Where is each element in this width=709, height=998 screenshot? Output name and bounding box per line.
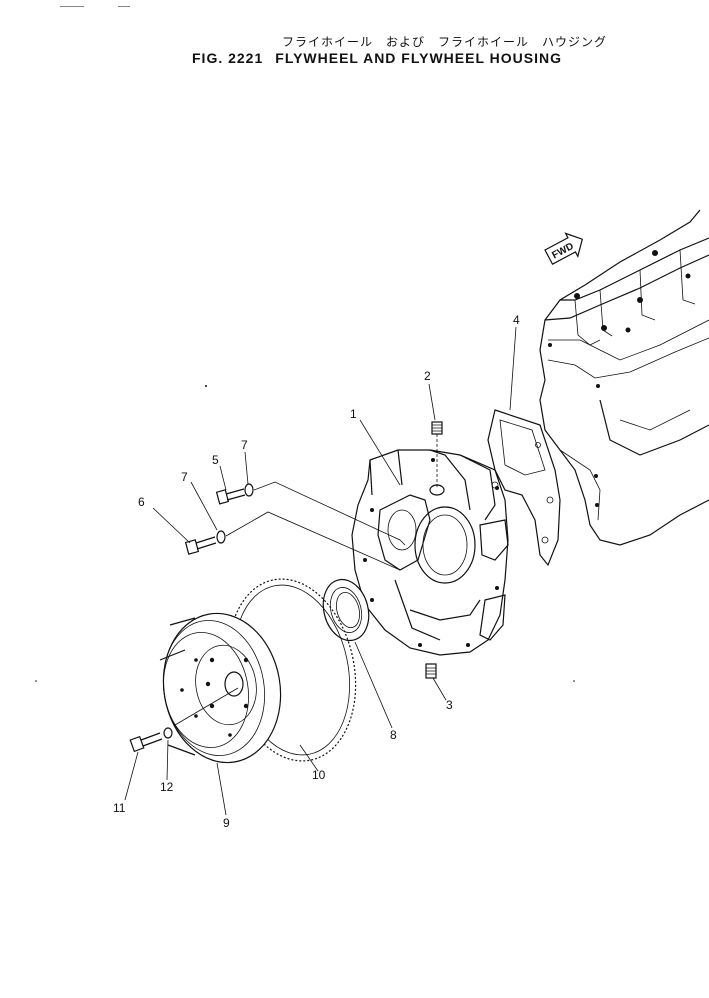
callout-6: 6 bbox=[138, 495, 145, 509]
flywheel-housing bbox=[351, 449, 509, 656]
title-japanese: フライホイール および フライホイール ハウジング bbox=[282, 35, 608, 49]
plug-bottom bbox=[425, 663, 437, 679]
callout-5: 5 bbox=[212, 453, 219, 467]
scan-speck bbox=[573, 680, 575, 682]
callout-7b: 7 bbox=[181, 470, 188, 484]
callout-7a: 7 bbox=[241, 438, 248, 452]
scan-mark bbox=[118, 6, 130, 7]
callouts: 1 2 3 4 5 6 7 7 8 9 10 11 12 bbox=[113, 313, 520, 830]
callout-leaders bbox=[124, 326, 517, 816]
callout-10: 10 bbox=[312, 768, 326, 782]
engine-block bbox=[539, 209, 709, 546]
callout-1: 1 bbox=[350, 407, 357, 421]
figure-title: FIG. 2221 FLYWHEEL AND FLYWHEEL HOUSING bbox=[192, 50, 574, 66]
scan-speck bbox=[35, 680, 37, 682]
scan-mark bbox=[60, 6, 84, 7]
figure-number: FIG. 2221 bbox=[192, 50, 264, 66]
callout-9: 9 bbox=[223, 816, 230, 830]
fwd-direction-arrow: FWD bbox=[544, 232, 584, 265]
callout-2: 2 bbox=[424, 369, 431, 383]
callout-12: 12 bbox=[160, 780, 174, 794]
callout-3: 3 bbox=[446, 698, 453, 712]
flywheel-bolt bbox=[129, 727, 173, 753]
housing-bolts bbox=[184, 481, 406, 571]
callout-11: 11 bbox=[113, 801, 126, 815]
scan-speck bbox=[205, 385, 207, 387]
figure-title-text: FLYWHEEL AND FLYWHEEL HOUSING bbox=[275, 50, 562, 66]
plug-top bbox=[431, 421, 443, 488]
callout-4: 4 bbox=[513, 313, 520, 327]
callout-8: 8 bbox=[390, 728, 397, 742]
flywheel bbox=[159, 612, 282, 764]
